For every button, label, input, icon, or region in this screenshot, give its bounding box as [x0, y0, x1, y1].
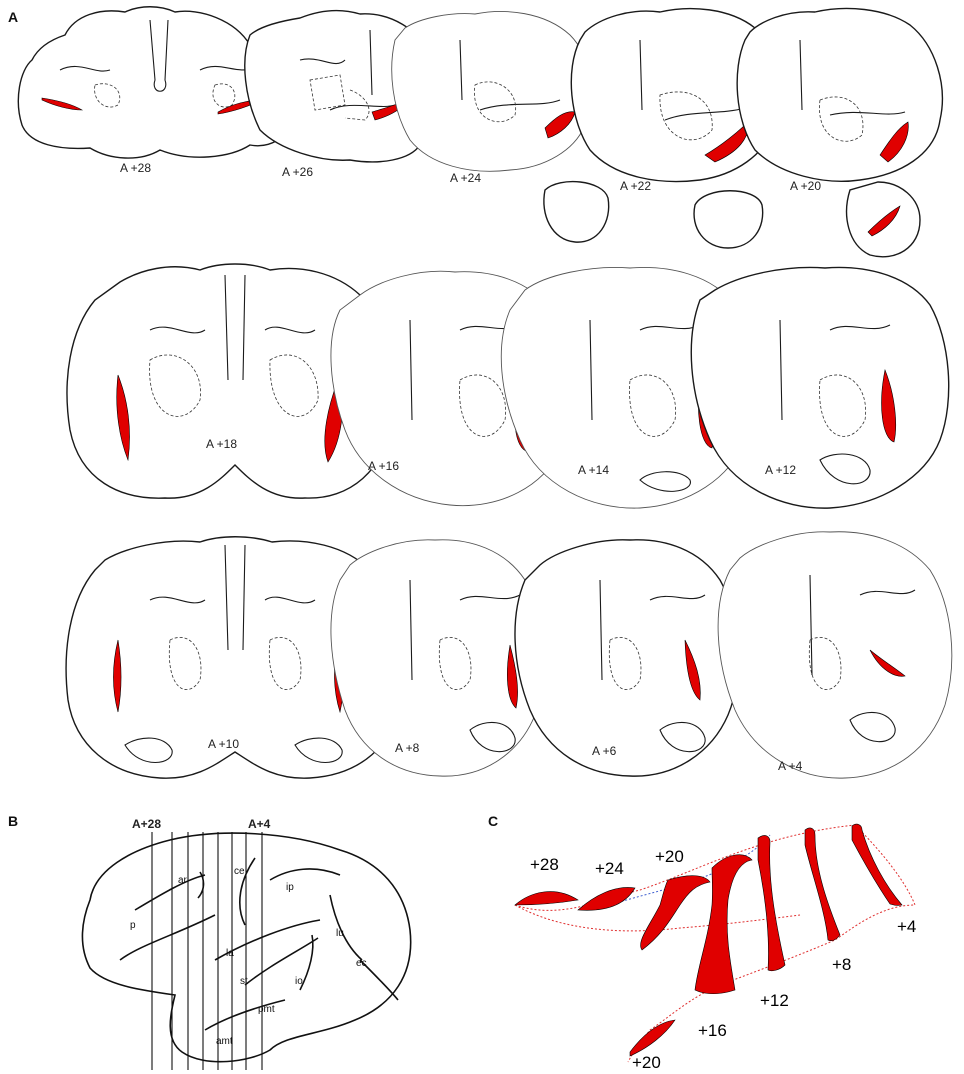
reconstruction-slice: [577, 887, 636, 911]
reconstruction-slice: [629, 1019, 676, 1057]
claustrum: [113, 639, 122, 713]
section-a4: [717, 531, 953, 779]
panel-c-label: C: [488, 813, 498, 829]
claustrum: [869, 649, 906, 677]
reconstruction-label-plus20-bottom: +20: [632, 1053, 661, 1072]
reconstruction-label-plus28: +28: [530, 855, 559, 874]
claustrum: [867, 205, 901, 237]
sulcus-label-lu: lu: [336, 928, 344, 939]
section-label-a22: A +22: [620, 179, 651, 193]
section-label-a18: A +18: [206, 437, 237, 451]
panel-a-label: A: [8, 9, 18, 25]
section-a8: [330, 539, 545, 777]
claustrum: [881, 368, 896, 443]
section-label-a24: A +24: [450, 171, 481, 185]
reconstruction-slice: [694, 854, 753, 995]
section-label-a26: A +26: [282, 165, 313, 179]
section-a6: [514, 539, 739, 777]
sulcus-label-la: la: [226, 948, 234, 959]
range-start-label: A+28: [132, 817, 161, 831]
section-plane-lines: [151, 832, 263, 1070]
panel-b-label: B: [8, 813, 18, 829]
sulcus-label-st: st: [240, 976, 248, 987]
reconstruction-label-plus4: +4: [897, 917, 916, 936]
section-label-a4: A +4: [778, 759, 803, 773]
sulcus-label-ec: ec: [356, 958, 367, 969]
sulcus-label-ce: ce: [234, 866, 245, 877]
section-label-a20: A +20: [790, 179, 821, 193]
reconstruction-slice: [640, 875, 711, 951]
section-label-a10: A +10: [208, 737, 239, 751]
sulcus-label-io: io: [295, 976, 303, 987]
claustrum-3d-reconstruction: [514, 823, 916, 1063]
lateral-brain-view: [81, 832, 412, 1070]
reconstruction-label-plus20-top: +20: [655, 847, 684, 866]
section-label-a6: A +6: [592, 744, 617, 758]
claustrum: [879, 121, 909, 163]
section-label-a12: A +12: [765, 463, 796, 477]
reconstruction-label-plus8: +8: [832, 955, 851, 974]
claustrum: [507, 644, 518, 709]
claustrum: [684, 639, 701, 701]
section-a20: [693, 7, 944, 258]
range-end-label: A+4: [248, 817, 271, 831]
section-label-a16: A +16: [368, 459, 399, 473]
claustrum: [116, 374, 130, 462]
reconstruction-label-plus12: +12: [760, 991, 789, 1010]
reconstruction-slice: [851, 823, 903, 906]
reconstruction-label-plus24: +24: [595, 859, 624, 878]
section-label-a28: A +28: [120, 161, 151, 175]
reconstruction-label-plus16: +16: [698, 1021, 727, 1040]
section-a24: [391, 11, 593, 172]
section-a12: [690, 266, 950, 509]
section-a18: [66, 263, 395, 499]
section-label-a14: A +14: [578, 463, 609, 477]
reconstruction-slice: [514, 891, 579, 906]
sulcus-label-amt: amt: [216, 1036, 233, 1047]
sulcus-label-pmt: pmt: [258, 1004, 275, 1015]
section-label-a8: A +8: [395, 741, 420, 755]
sulcus-label-ip: ip: [286, 882, 294, 893]
sulcus-label-ar: ar: [178, 875, 188, 886]
dorsal-contour-guide: [609, 834, 771, 906]
reconstruction-slice: [757, 835, 786, 972]
sulcus-label-p: p: [130, 920, 136, 931]
reconstruction-slice: [804, 827, 841, 942]
claustrum: [41, 97, 84, 111]
